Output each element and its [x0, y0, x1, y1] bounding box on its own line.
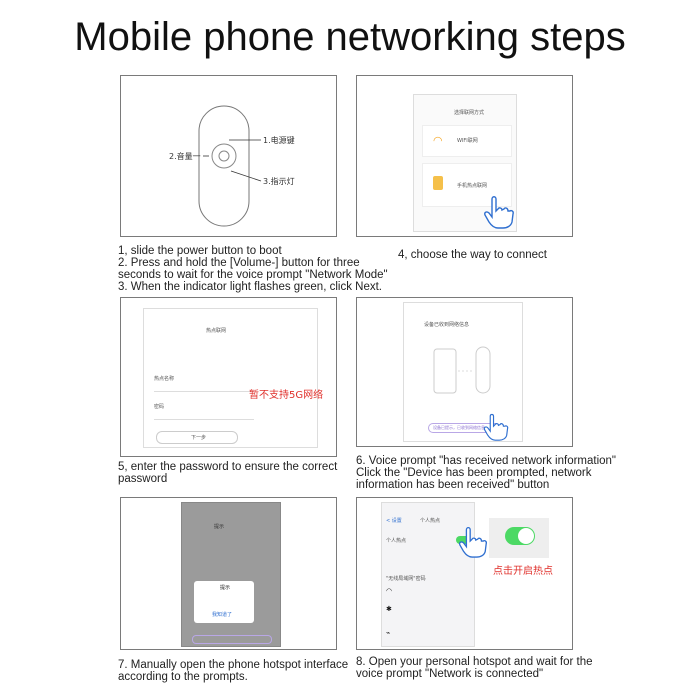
pointing-hand-icon	[484, 196, 514, 229]
mini-toggle[interactable]	[456, 536, 470, 544]
dialog-title: 提示	[220, 585, 231, 591]
step5-caption: 5, enter the password to ensure the corr…	[118, 461, 338, 485]
wifi-option-label: WIFI联网	[457, 138, 478, 144]
pointing-hand-icon	[458, 526, 488, 558]
step4-caption: 4, choose the way to connect	[398, 249, 547, 261]
wifi-password-label: "无线局域网"密码	[386, 576, 426, 582]
password-row[interactable]: 密码	[154, 403, 254, 420]
wifi-icon: ◠	[386, 588, 393, 595]
phone-screen: < 设置 个人热点 个人热点 "无线局域网"密码 ◠ ✱ ⌁	[381, 502, 475, 647]
field-ssid-label: 热点名称	[154, 376, 175, 382]
phone-screen: 设备已收到网络信息 设备已提示，已收到网络信息	[403, 302, 523, 442]
toggle-knob	[518, 528, 534, 544]
phone-screen: 选择联网方式 ◠ WIFI联网 手机热点联网	[413, 94, 517, 232]
step4-panel: 选择联网方式 ◠ WIFI联网 手机热点联网	[356, 75, 573, 237]
hotspot-toggle-zoom[interactable]	[489, 518, 549, 558]
hotspot-toggle[interactable]	[505, 527, 535, 545]
hotspot-option-label: 手机热点联网	[457, 183, 488, 189]
screen-title: 设备已收到网络信息	[424, 322, 470, 328]
screen-title: 热点联网	[206, 328, 227, 334]
turn-on-hotspot-note: 点击开启热点	[493, 566, 553, 577]
phone-screen: 提示 提示 我知道了	[181, 502, 281, 647]
no-5g-note: 暂不支持5G网络	[249, 390, 324, 401]
next-button[interactable]: 下一步	[156, 431, 238, 444]
back-link[interactable]: < 设置	[386, 518, 402, 524]
label-power-key: 1.电源键	[263, 136, 295, 145]
step7-panel: 提示 提示 我知道了	[120, 497, 337, 650]
step7-caption: 7. Manually open the phone hotspot inter…	[118, 659, 349, 683]
step6-caption: 6. Voice prompt "has received network in…	[356, 455, 617, 491]
bottom-purple-button[interactable]	[192, 635, 272, 644]
page-title: Mobile phone networking steps	[74, 15, 626, 59]
hotspot-row-label: 个人热点	[386, 538, 407, 544]
prompt-dialog: 提示 我知道了	[194, 581, 254, 623]
step1-caption: 1, slide the power button to boot 2. Pre…	[118, 245, 388, 293]
step1-panel: 1.电源键 2.音量一 3.指示灯	[120, 75, 337, 237]
remote-device-illustration	[198, 105, 262, 227]
field-password-label: 密码	[154, 404, 165, 410]
usb-icon: ⌁	[386, 630, 391, 637]
bluetooth-icon: ✱	[386, 606, 392, 613]
ssid-row: 热点名称	[154, 375, 254, 392]
step8-panel: < 设置 个人热点 个人热点 "无线局域网"密码 ◠ ✱ ⌁ 点击开启热点	[356, 497, 573, 650]
label-indicator: 3.指示灯	[263, 177, 295, 186]
phone-screen: 热点联网 热点名称 密码 下一步	[143, 308, 318, 448]
wifi-option-card[interactable]: ◠ WIFI联网	[422, 125, 512, 157]
dialog-ok-button[interactable]: 我知道了	[212, 612, 233, 618]
screen-title: 提示	[214, 524, 225, 530]
step5-panel: 热点联网 热点名称 密码 下一步 暂不支持5G网络	[120, 297, 337, 457]
sim-card-icon	[433, 176, 443, 190]
hotspot-option-card[interactable]: 手机热点联网	[422, 163, 512, 207]
pointing-hand-icon	[483, 413, 509, 441]
step8-caption: 8. Open your personal hotspot and wait f…	[356, 656, 593, 680]
step6-panel: 设备已收到网络信息 设备已提示，已收到网络信息	[356, 297, 573, 447]
wifi-icon: ◠	[433, 135, 443, 147]
label-volume-key: 2.音量一	[169, 152, 201, 161]
phone-and-device-illustration	[433, 346, 491, 394]
screen-title: 选择联网方式	[454, 110, 485, 116]
screen-title: 个人热点	[420, 518, 441, 524]
device-prompted-button-label: 设备已提示，已收到网络信息	[433, 425, 485, 430]
next-button-label: 下一步	[191, 435, 207, 441]
